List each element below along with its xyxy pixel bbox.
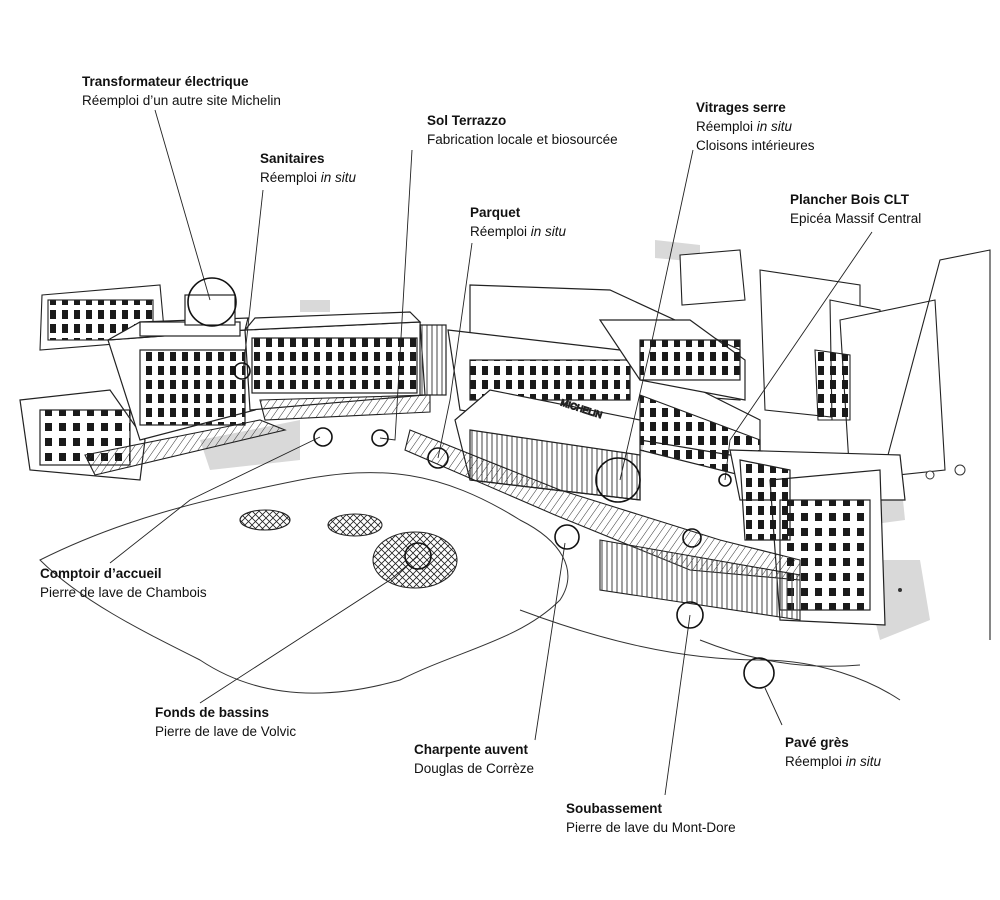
highlight-circle-soubassement: [676, 601, 704, 629]
highlight-circle-sanitaires: [233, 362, 251, 380]
callout-title: Sanitaires: [260, 151, 325, 166]
leader-line-comptoir: [109, 436, 321, 564]
callout-description: Pierre de lave du Mont-Dore: [566, 820, 736, 835]
highlight-circle-transformateur: [187, 277, 237, 327]
basins: [239, 509, 458, 589]
callout-sanitaires: Sanitaires Réemploi in situ: [260, 149, 356, 187]
leader-line-pave: [764, 687, 783, 726]
highlight-circle-bassins: [404, 542, 432, 570]
callout-description: Pierre de lave de Volvic: [155, 724, 297, 739]
leader-line-vitrages: [619, 149, 694, 481]
highlight-circle-charpente: [554, 524, 580, 550]
callout-description: Réemploi in situ: [470, 224, 567, 239]
leader-line-parquet: [437, 242, 473, 459]
callout-soubassement: Soubassement Pierre de lave du Mont-Dore: [566, 799, 736, 837]
highlight-circle-parquet: [427, 447, 449, 469]
callout-title: Fonds de bassins: [155, 705, 270, 720]
callout-bassins: Fonds de bassins Pierre de lave de Volvi…: [155, 703, 296, 741]
callout-title: Plancher Bois CLT: [790, 192, 910, 207]
callout-transformateur: Transformateur électrique Réemploi d’un …: [82, 72, 281, 110]
callout-plancher: Plancher Bois CLT Epicéa Massif Central: [790, 190, 921, 228]
callout-title: Pavé grès: [785, 735, 849, 750]
callout-pave: Pavé grès Réemploi in situ: [785, 733, 881, 771]
highlight-circle-terrazzo: [371, 429, 389, 447]
leader-line-sanitaires: [242, 189, 264, 373]
callout-description-2: Cloisons intérieures: [696, 138, 815, 153]
callout-description: Réemploi d’un autre site Michelin: [82, 93, 281, 108]
center-wing: [243, 311, 447, 411]
callout-charpente: Charpente auvent Douglas de Corrèze: [414, 740, 534, 778]
leader-line-transformateur: [154, 109, 211, 301]
callout-title: Sol Terrazzo: [427, 113, 507, 128]
highlight-circle-plancher: [718, 473, 732, 487]
callout-description: Douglas de Corrèze: [414, 761, 535, 776]
callout-title: Vitrages serre: [696, 100, 786, 115]
callout-comptoir: Comptoir d’accueil Pierre de lave de Cha…: [40, 564, 207, 602]
callout-description: Pierre de lave de Chambois: [40, 585, 207, 600]
canopies: [84, 394, 801, 621]
right-wing: [447, 284, 906, 626]
callout-title: Charpente auvent: [414, 742, 529, 757]
callout-description: Réemploi in situ: [785, 754, 882, 769]
leader-line-charpente: [534, 542, 566, 741]
highlight-circle-comptoir: [313, 427, 333, 447]
callout-terrazzo: Sol Terrazzo Fabrication locale et bioso…: [427, 111, 618, 149]
callout-title: Soubassement: [566, 801, 663, 816]
highlight-circle-vitrages: [595, 457, 641, 503]
leader-line-plancher: [724, 231, 873, 481]
leader-line-terrazzo: [379, 149, 413, 441]
callout-title: Parquet: [470, 205, 521, 220]
highlight-circle-pave: [743, 657, 775, 689]
callout-description: Réemploi in situ: [696, 119, 793, 134]
callout-description: Fabrication locale et biosourcée: [427, 132, 618, 147]
callout-parquet: Parquet Réemploi in situ: [470, 203, 566, 241]
callout-leaders: [109, 109, 873, 796]
leader-line-soubassement: [664, 614, 691, 796]
callout-circles: [187, 277, 775, 689]
callout-title: Transformateur électrique: [82, 74, 249, 89]
callout-vitrages: Vitrages serre Réemploi in situ Cloisons…: [696, 98, 815, 155]
callout-description: Réemploi in situ: [260, 170, 357, 185]
callout-description: Epicéa Massif Central: [790, 211, 922, 226]
callout-title: Comptoir d’accueil: [40, 566, 162, 581]
highlight-circle-marker: [682, 528, 702, 548]
